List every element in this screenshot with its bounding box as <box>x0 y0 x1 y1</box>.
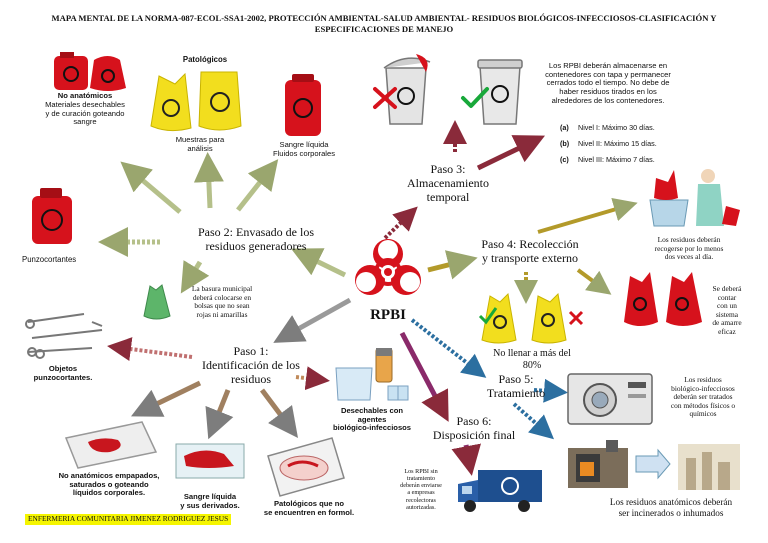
paso2-patologicos-title: Patológicos <box>182 55 228 64</box>
paso2-patologicos-desc: Muestras para análisis <box>175 135 225 153</box>
paso4-heading: Paso 4: Recolección y transporte externo <box>481 237 579 265</box>
paso1-heading: Paso 1: Identificación de los residuos <box>202 344 300 386</box>
arrow-center-paso2 <box>291 248 347 278</box>
paso2-punzocortantes: Punzocortantes <box>22 255 77 264</box>
red-bag-icon <box>624 272 702 326</box>
arrow-paso2-patologicos <box>193 152 224 209</box>
incinerator-icon <box>568 440 740 490</box>
paso3-heading: Paso 3: Almacenamiento temporal <box>407 162 489 204</box>
paso6-heading: Paso 6: Disposición final <box>432 414 516 442</box>
yellow-bag-icon <box>150 71 242 132</box>
paso2-sangre-desc: Sangre líquida Fluidos corporales <box>272 140 336 158</box>
storage-bin-icon <box>477 59 523 125</box>
paso5-heading: Paso 5: Tratamiento <box>486 372 546 400</box>
center-label: RPBI <box>370 307 406 323</box>
arrow-paso4-worker <box>537 197 638 234</box>
arrow-paso3-levels <box>476 135 546 171</box>
paso3-level-key: (c) <box>560 155 569 164</box>
arrow-paso5-incinerator <box>512 402 554 440</box>
paso2-no-anatomicos-title: No anatómicos <box>57 91 113 100</box>
paso2-no-anatomicos-desc: Materiales desechables y de curación got… <box>45 100 125 127</box>
green-bag-icon <box>143 284 171 320</box>
paso1-no-anatomicos: No anatómicos empapados, saturados o got… <box>58 471 160 498</box>
arrow-paso6-truck <box>451 443 481 476</box>
arrow-paso1-no-anatomicos <box>130 380 202 417</box>
arrow-paso1-objetos <box>107 337 193 361</box>
red-container-icon <box>32 188 72 244</box>
truck-icon <box>458 470 542 512</box>
paso1-sangre: Sangre líquida y sus derivados. <box>180 492 240 510</box>
arrow-paso2-sangre <box>236 159 279 212</box>
arrow-center-paso1 <box>273 297 352 343</box>
paso3-level-text: Nivel I: Máximo 30 días. <box>578 123 655 132</box>
author-credit: ENFERMERIA COMUNITARIA JIMENEZ RODRIGUEZ… <box>25 514 232 525</box>
paso3-level-key: (a) <box>560 123 569 132</box>
paso3-level-text: Nivel II: Máximo 15 días. <box>578 139 657 148</box>
biohazard-symbol-icon <box>355 239 421 295</box>
paso4-amarre: Se deberá contar con un sistema de amarr… <box>712 284 742 336</box>
arrow-paso4-amarre <box>576 268 612 295</box>
arrow-center-paso5 <box>410 318 487 378</box>
paso4-llenar: No llenar a más del 80% <box>493 348 571 371</box>
paso2-heading: Paso 2: Envasado de los residuos generad… <box>198 225 314 253</box>
yellow-bag-icon <box>478 292 584 344</box>
arrow-center-paso3 <box>383 206 418 240</box>
paso2-basura: La basura municipal deberá colocarse en … <box>191 284 253 319</box>
paso3-level-text: Nivel III: Máximo 7 días. <box>578 155 655 164</box>
storage-bin-icon <box>383 54 431 125</box>
red-container-icon <box>54 52 126 91</box>
worker-icon <box>649 169 740 227</box>
sharps-instruments-icon <box>25 313 103 359</box>
arrow-paso2-no-anatomicos <box>120 161 182 214</box>
vials-icon <box>335 348 409 401</box>
paso1-desechables: Desechables con agentes biológico-infecc… <box>332 406 412 433</box>
arrow-paso1-desechables <box>295 366 330 391</box>
paso1-objetos: Objetos punzocortantes. <box>33 364 93 382</box>
autoclave-icon <box>567 373 653 425</box>
paso1-patologicos: Patológicos que no se encuentren en form… <box>263 499 355 517</box>
arrow-paso5-autoclave <box>533 378 568 403</box>
arrow-paso1-sangre <box>205 389 234 440</box>
paso3-note: Los RPBI deberán almacenarse en contened… <box>545 61 671 105</box>
arrow-center-paso4 <box>427 250 478 280</box>
paso3-level-key: (b) <box>560 139 570 148</box>
tray-icon <box>64 421 158 469</box>
cross-mark-icon <box>373 87 397 109</box>
paso5-incinerados: Los residuos anatómicos deberán ser inci… <box>609 497 733 518</box>
map-title: MAPA MENTAL DE LA NORMA-087-ECOL-SSA1-20… <box>51 13 717 35</box>
paso6-note: Los RPBI sin tratamiento deberán enviars… <box>400 468 442 511</box>
arrow-center-paso6 <box>399 331 449 422</box>
paso4-recoger: Los residuos deberán recogerse por lo me… <box>654 235 724 262</box>
paso5-note: Los residuos biológico-infecciosos deber… <box>670 375 736 419</box>
tray-icon <box>175 443 245 479</box>
red-container-icon <box>285 74 321 136</box>
check-mark-icon <box>461 87 489 108</box>
arrow-paso2-basura <box>180 260 210 294</box>
arrow-paso1-patologicos <box>260 388 298 438</box>
tray-icon <box>267 437 345 497</box>
